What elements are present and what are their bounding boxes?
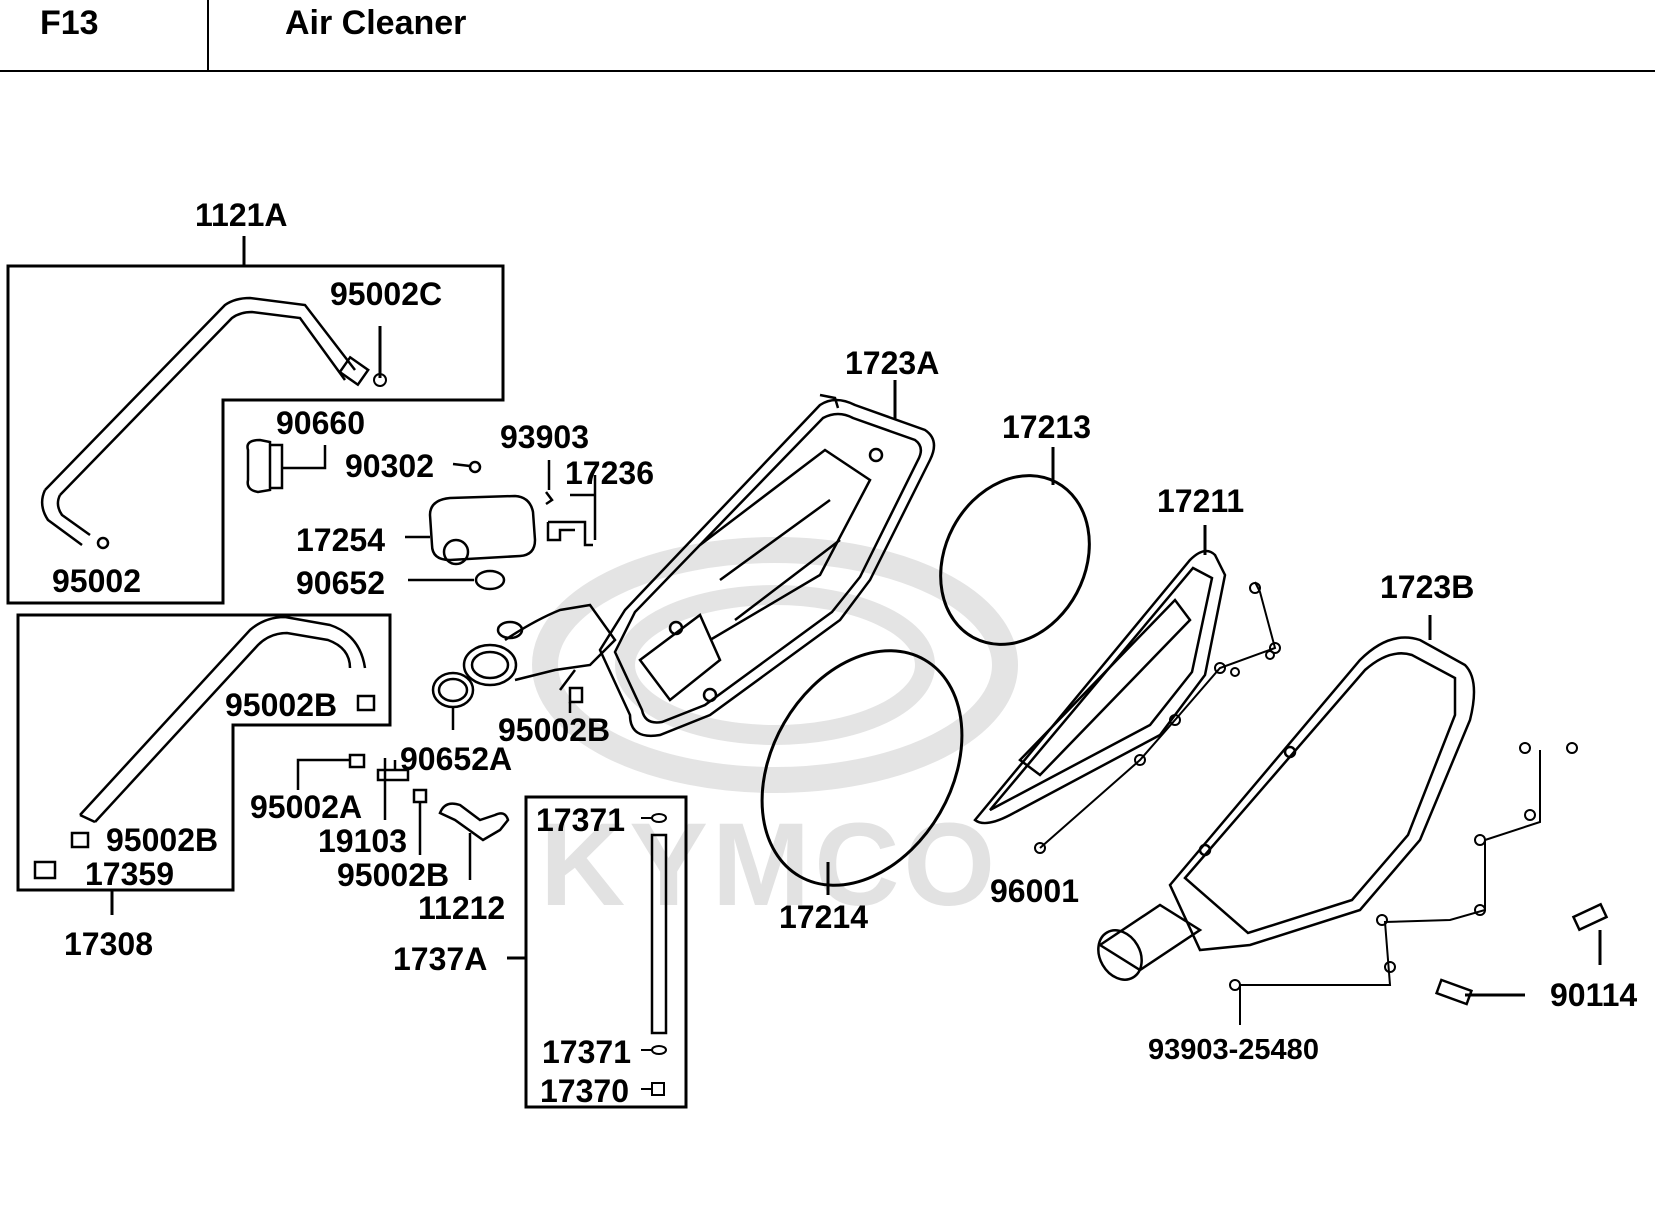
air-cleaner-case-1723a — [598, 383, 936, 738]
label-1121A: 1121A — [195, 197, 288, 233]
label-96001: 96001 — [990, 873, 1079, 909]
label-90660: 90660 — [276, 405, 365, 441]
label-95002B-hose-top: 95002B — [225, 687, 337, 723]
bolts-90114 — [1434, 902, 1609, 1006]
vent-hose — [33, 615, 376, 880]
screws-93903-25480 — [1229, 742, 1578, 1025]
label-17236: 17236 — [565, 455, 654, 491]
label-90652A: 90652A — [400, 741, 512, 777]
label-95002B-intake: 95002B — [498, 712, 610, 748]
header-divider — [207, 0, 209, 72]
label-17370: 17370 — [540, 1073, 629, 1109]
clip-95002c — [373, 373, 387, 387]
section-title: Air Cleaner — [285, 4, 467, 42]
label-17359: 17359 — [85, 856, 174, 892]
watermark: KYMCO — [532, 537, 1018, 931]
label-90652: 90652 — [296, 565, 385, 601]
hose-kit-box-17308 — [16, 613, 392, 915]
label-95002B-lower: 95002B — [337, 857, 449, 893]
label-95002A: 95002A — [250, 789, 362, 825]
label-90114: 90114 — [1550, 977, 1637, 1013]
screws-96001 — [1034, 581, 1281, 854]
label-17211: 17211 — [1157, 483, 1244, 519]
label-1737A: 1737A — [393, 941, 487, 977]
label-11212: 11212 — [418, 890, 505, 926]
label-95002B-hose-bottom: 95002B — [106, 822, 218, 858]
label-17213: 17213 — [1002, 409, 1091, 445]
gasket-17213 — [939, 447, 1091, 646]
label-19103: 19103 — [318, 823, 407, 859]
label-17308: 17308 — [64, 926, 153, 962]
label-95002C: 95002C — [330, 276, 442, 312]
section-code: F13 — [40, 4, 99, 42]
watermark-text: KYMCO — [540, 799, 999, 931]
air-cleaner-cover-1723b — [1097, 615, 1476, 981]
label-17254: 17254 — [296, 522, 385, 558]
small-parts — [246, 438, 617, 880]
page-header: F13 Air Cleaner — [0, 0, 1655, 72]
hose-kit-box-1121a — [6, 236, 505, 605]
label-93903: 93903 — [500, 419, 589, 455]
label-93903-25480: 93903-25480 — [1148, 1034, 1319, 1066]
filter-element-17211 — [973, 525, 1227, 825]
label-17371-top: 17371 — [536, 802, 625, 838]
gasket-17214 — [760, 649, 964, 895]
label-17371-bottom: 17371 — [542, 1034, 631, 1070]
breather-hose — [40, 296, 370, 550]
label-90302: 90302 — [345, 448, 434, 484]
label-17214: 17214 — [779, 899, 868, 935]
label-1723A: 1723A — [845, 345, 939, 381]
label-95002: 95002 — [52, 563, 141, 599]
drain-tube-box-1737a — [507, 795, 688, 1109]
label-1723B: 1723B — [1380, 569, 1474, 605]
